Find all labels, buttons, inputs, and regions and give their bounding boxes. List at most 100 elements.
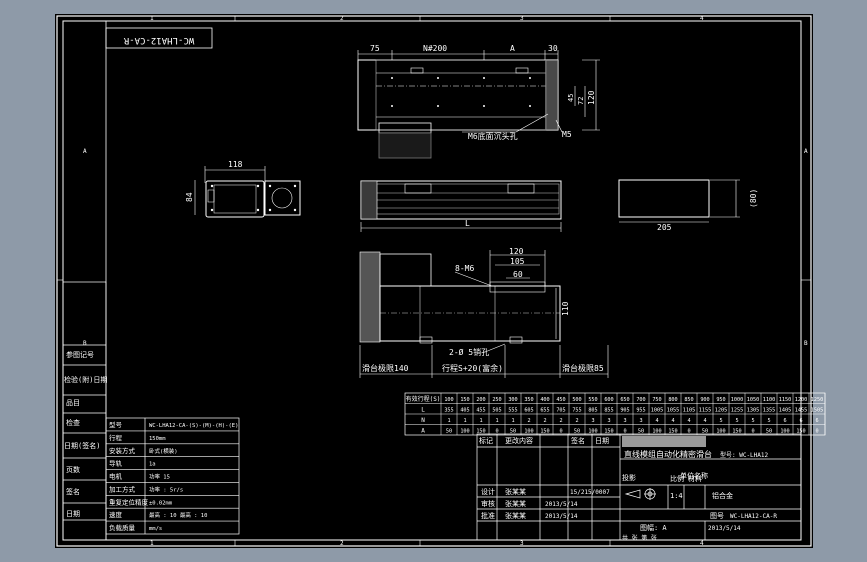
stroke-table-cell-A: 0 xyxy=(751,428,754,434)
tb-approve-name: 张某某 xyxy=(505,511,526,520)
dim-120-side: 120 xyxy=(587,90,596,105)
tb-approve-label: 批准 xyxy=(481,511,495,520)
drawing-number-stamp: WC-LHA12-CA-R xyxy=(123,35,194,45)
spec-label: 重复定位精度 xyxy=(109,497,149,506)
stroke-table-cell-stroke: 850 xyxy=(684,397,693,403)
stroke-table-cell-N: 4 xyxy=(671,418,674,424)
spec-label: 电机 xyxy=(109,472,123,481)
motor-view: (80) 205 xyxy=(618,179,758,232)
tb-sheet-label: 共 张 第 张 xyxy=(622,534,657,542)
border-numbers: 1 2 3 4 1 2 3 4 A B A B xyxy=(83,15,808,547)
stroke-table-cell-A: 50 xyxy=(574,428,580,434)
dim-200: N#200 xyxy=(423,44,447,53)
border-top-3: 3 xyxy=(520,15,524,22)
spec-value: WC-LHA12-CA-(S)-(M)-(H)-(E) xyxy=(149,423,238,429)
stroke-table-cell-A: 100 xyxy=(780,428,789,434)
tb-col-header-b: 更改内容 xyxy=(505,436,533,445)
tb-tol: 15/215/0007 xyxy=(570,489,610,496)
stroke-table-cell-A: 100 xyxy=(524,428,533,434)
spec-label: 速度 xyxy=(109,510,123,519)
stroke-table-cell-N: 4 xyxy=(687,418,690,424)
stroke-table-cell-A: 100 xyxy=(716,428,725,434)
stroke-table-cell-stroke: 300 xyxy=(508,397,517,403)
pin-note: 2-Ø 5销孔 xyxy=(449,347,489,357)
spec-label: 加工方式 xyxy=(109,484,136,493)
dim-110: 110 xyxy=(561,301,570,316)
stroke-table-cell-stroke: 200 xyxy=(476,397,485,403)
slide-limit-right: 滑台极限85 xyxy=(562,363,604,373)
spec-value: 1a xyxy=(149,462,156,468)
stroke-table-cell-A: 0 xyxy=(623,428,626,434)
stroke-table-cell-N: 5 xyxy=(735,418,738,424)
border-top-2: 2 xyxy=(340,15,344,22)
tb-date3: 2013/5/14 xyxy=(708,525,741,532)
title-gray-box xyxy=(622,436,706,447)
stroke-table-cell-stroke: 100 xyxy=(444,397,453,403)
stroke-table-row-label: 有效行程(S) xyxy=(406,395,441,403)
border-bottom-2: 2 xyxy=(340,540,344,547)
hole-note: M6底面沉头孔 xyxy=(468,131,518,141)
stroke-table-cell-N: 3 xyxy=(623,418,626,424)
stroke-table-cell-L: 405 xyxy=(460,407,469,413)
rev-label-6: 签名 xyxy=(66,487,80,496)
stroke-table-cell-stroke: 500 xyxy=(572,397,581,403)
stroke-table-cell-L: 1305 xyxy=(747,407,760,413)
stroke-table-cell-stroke: 1100 xyxy=(763,397,776,403)
stroke-table-cell-A: 150 xyxy=(476,428,485,434)
stroke-table-cell-N: 2 xyxy=(527,418,530,424)
stroke-table-cell-L: 1455 xyxy=(795,407,808,413)
tb-drawing-no-label: 图号 xyxy=(710,512,724,520)
border-ticks xyxy=(57,16,811,546)
stroke-table-cell-L: 455 xyxy=(476,407,485,413)
stroke-table-cell-stroke: 1150 xyxy=(779,397,792,403)
stroke-table-cell-stroke: 400 xyxy=(540,397,549,403)
stroke-table-cell-stroke: 450 xyxy=(556,397,565,403)
spec-label: 负载质量 xyxy=(109,523,136,532)
spec-value: 功率 15 xyxy=(149,473,170,481)
tb-checker-name: 张某某 xyxy=(505,499,526,508)
rev-label-2: 品目 xyxy=(66,399,80,407)
stroke-table-cell-L: 705 xyxy=(556,407,565,413)
stroke-table-cell-L: 1405 xyxy=(779,407,792,413)
tb-designer-label: 设计 xyxy=(481,487,495,496)
stroke-table-cell-N: 1 xyxy=(463,418,466,424)
stroke-table-cell-stroke: 600 xyxy=(604,397,613,403)
rev-label-7: 日期 xyxy=(66,510,80,518)
m5-note: M5 xyxy=(562,130,572,139)
stroke-table-cell-stroke: 950 xyxy=(716,397,725,403)
stamp-box xyxy=(105,27,213,49)
tb-col-header-d: 日期 xyxy=(595,437,609,445)
tb-scale-label: 比例 xyxy=(670,474,684,483)
tb-format-label: 图幅: A xyxy=(640,523,667,532)
side-view: L xyxy=(360,180,562,232)
spec-value: 卧式(横装) xyxy=(149,447,178,455)
stroke-table-cell-stroke: 550 xyxy=(588,397,597,403)
tb-material-value: 铝合金 xyxy=(712,491,733,500)
stroke-table-cell-L: 1355 xyxy=(763,407,776,413)
stroke-table-cell-N: 2 xyxy=(543,418,546,424)
dim-205: 205 xyxy=(657,223,672,232)
stroke-table-cell-A: 100 xyxy=(588,428,597,434)
spec-label: 导轨 xyxy=(109,459,123,468)
stroke-table-cell-A: 100 xyxy=(652,428,661,434)
dim-45: 45 xyxy=(567,94,575,102)
stroke-table-cell-A: 50 xyxy=(766,428,772,434)
stroke-table-cell-L: 855 xyxy=(604,407,613,413)
dim-118: 118 xyxy=(228,160,243,169)
stroke-table-cell-stroke: 900 xyxy=(700,397,709,403)
stroke-table-cell-A: 0 xyxy=(559,428,562,434)
spec-value: 最高 : 10 最高 : 10 xyxy=(149,511,207,519)
stroke-table-cell-L: 1255 xyxy=(731,407,744,413)
stroke-table-cell-N: 2 xyxy=(575,418,578,424)
border-left-b: B xyxy=(83,340,87,347)
dim-bottom-120: 120 xyxy=(509,247,524,256)
stroke-table-cell-A: 50 xyxy=(638,428,644,434)
stroke-table-row-label: A xyxy=(421,427,425,434)
stroke-table-cell-N: 4 xyxy=(703,418,706,424)
dim-bottom-105: 105 xyxy=(510,257,525,266)
projection-symbol-icon xyxy=(624,488,656,500)
tb-projection-label: 投影 xyxy=(622,473,636,482)
border-left-a: A xyxy=(83,148,87,155)
m6-note: 8-M6 xyxy=(455,264,474,273)
